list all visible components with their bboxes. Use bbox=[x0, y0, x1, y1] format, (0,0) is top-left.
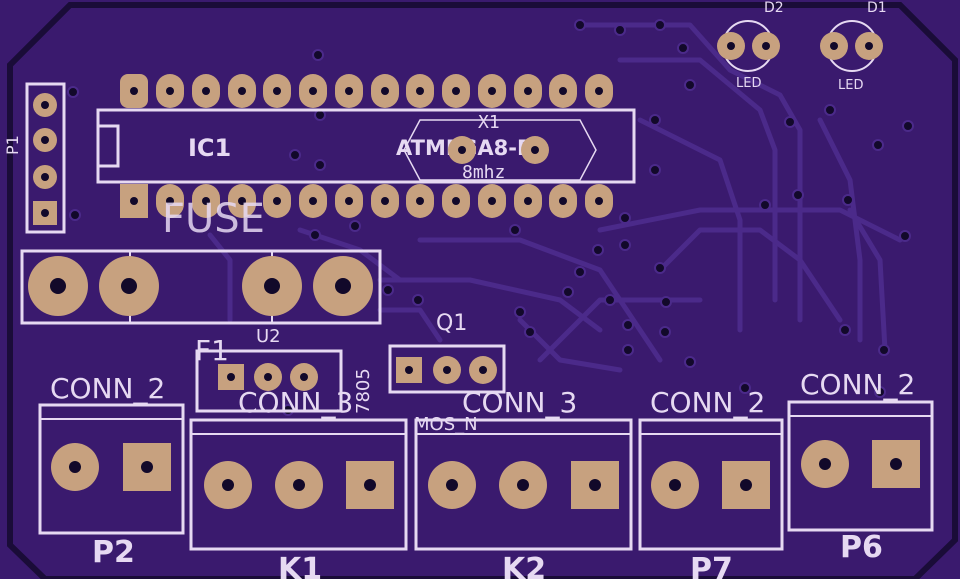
p6-connector[interactable] bbox=[787, 400, 934, 532]
p1-label: P1 bbox=[3, 135, 22, 155]
ic1-outline bbox=[96, 108, 636, 184]
ic1-footprint[interactable] bbox=[96, 74, 636, 218]
x1-footprint[interactable] bbox=[403, 119, 597, 181]
p6-conn-label: CONN_2 bbox=[800, 368, 915, 401]
d1-led[interactable] bbox=[820, 20, 883, 72]
x1-label: X1 bbox=[478, 112, 500, 133]
p2-label: P2 bbox=[92, 535, 135, 570]
p6-label: P6 bbox=[840, 530, 883, 565]
p7-connector[interactable] bbox=[638, 418, 784, 551]
d2-label: D2 bbox=[764, 0, 784, 16]
k1-connector[interactable] bbox=[189, 418, 408, 551]
k1-label: K1 bbox=[278, 552, 322, 579]
d2-led[interactable] bbox=[717, 20, 780, 72]
q1-footprint[interactable] bbox=[388, 344, 506, 394]
u2-label: U2 bbox=[256, 326, 281, 347]
k2-label: K2 bbox=[502, 552, 546, 579]
p2-conn-label: CONN_2 bbox=[50, 372, 165, 405]
p1-header[interactable] bbox=[25, 82, 66, 234]
ic1-label: IC1 bbox=[188, 134, 231, 162]
d1-label: D1 bbox=[867, 0, 887, 16]
vias bbox=[67, 19, 914, 416]
k2-connector[interactable] bbox=[414, 418, 633, 551]
fuse-footprint[interactable] bbox=[20, 249, 382, 325]
x1-value: 8mhz bbox=[462, 162, 505, 183]
q1-label: Q1 bbox=[436, 311, 467, 336]
u2-value: 7805 bbox=[353, 368, 374, 414]
ic1-notch bbox=[98, 124, 120, 168]
p7-label: P7 bbox=[690, 552, 733, 579]
board-outline bbox=[7, 2, 958, 579]
u2-footprint[interactable] bbox=[195, 349, 343, 413]
d1-value: LED bbox=[838, 78, 863, 93]
p2-connector[interactable] bbox=[38, 403, 185, 535]
fuse-label: FUSE bbox=[162, 196, 265, 242]
d2-value: LED bbox=[736, 76, 761, 91]
k2-conn-label: CONN_3 bbox=[462, 386, 577, 419]
k1-conn-label: CONN_3 bbox=[238, 386, 353, 419]
p7-conn-label: CONN_2 bbox=[650, 386, 765, 419]
